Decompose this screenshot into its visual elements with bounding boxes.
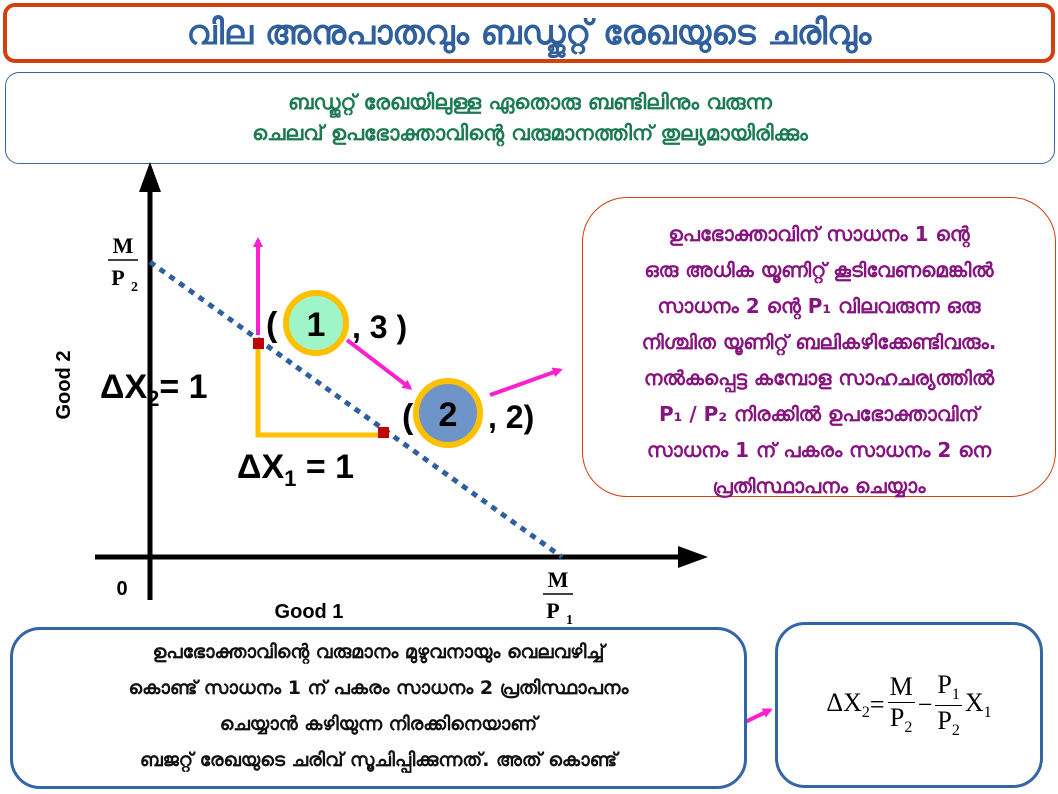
summary-line: ബജറ്റ് രേഖയുടെ ചരിവ് സൂചിപ്പിക്കുന്നത്. … (139, 749, 618, 771)
svg-text:P: P (546, 598, 559, 623)
svg-text:2: 2 (131, 280, 138, 295)
marker-point-1 (253, 338, 264, 349)
formula-x1: X1 (964, 687, 992, 722)
x-intercept-label: M P 1 (543, 567, 573, 628)
bundle-point-2: ( 2 , 2) (402, 378, 534, 448)
arrow-to-explanation (489, 367, 563, 397)
page-title: വില അനുപാതവും ബഡ്ജറ്റ് രേഖയുടെ ചരിവും (186, 13, 872, 53)
marker-point-2 (378, 427, 389, 438)
delta-x2-label: ΔX2= 1 (100, 368, 208, 411)
y-axis-label: Good 2 (53, 351, 75, 420)
svg-text:(: ( (266, 306, 278, 344)
svg-text:2: 2 (439, 396, 458, 434)
svg-text:1: 1 (566, 613, 573, 628)
delta-x1-label: ΔX1 = 1 (237, 448, 354, 491)
explanation-line: സാധനം 1 ന് പകരം സാധനം 2 നെ (646, 438, 992, 462)
svg-text:1: 1 (307, 306, 326, 344)
svg-text:M: M (113, 233, 134, 258)
summary-line: ചെയ്യാൻ കഴിയുന്ന നിരക്കിനെയാണ് (219, 713, 538, 735)
summary-box: ഉപഭോക്താവിന്റെ വരുമാനം മുഴുവനായും വെലവഴി… (10, 627, 747, 789)
explanation-line: നൽകപ്പെട്ട കമ്പോള സാഹചര്യത്തിൽ (643, 366, 995, 390)
budget-line (148, 259, 564, 560)
svg-text:, 2): , 2) (488, 399, 534, 435)
summary-line: ഉപഭോക്താവിന്റെ വരുമാനം മുഴുവനായും വെലവഴി… (152, 641, 605, 663)
origin-label: 0 (116, 578, 127, 600)
explanation-box: ഉപഭോക്താവിന് സാധനം 1 ന്റെ ഒരു അധിക യൂണിറ… (582, 197, 1056, 498)
formula-minus: − (917, 690, 933, 719)
explanation-line: നിശ്ചിത യൂണിറ്റ് ബലികഴിക്കേണ്ടിവരും. (641, 330, 997, 354)
svg-text:P: P (111, 265, 124, 290)
info-line: ചെലവ് ഉപഭോക്താവിന്റെ വരുമാനത്തിന് തുല്യമ… (252, 121, 808, 145)
y-intercept-label: M P 2 (108, 233, 138, 295)
arrow-point1-to-point2 (345, 338, 413, 390)
y-axis-arrowhead (139, 162, 161, 192)
formula-equals: = (869, 690, 885, 719)
x-axis-arrowhead (678, 546, 708, 568)
svg-text:, 3 ): , 3 ) (352, 309, 407, 345)
explanation-line: ഒരു അധിക യൂണിറ്റ് കൂടിവേണമെങ്കിൽ (644, 258, 994, 282)
bundle-point-1: 1 ( , 3 ) (266, 290, 407, 356)
svg-text:M: M (548, 567, 569, 592)
svg-text:(: ( (402, 398, 414, 436)
info-box: ബഡ്ജറ്റ് രേഖയിലുള്ള ഏതൊരു ബണ്ടിലിനും വരു… (5, 72, 1055, 164)
explanation-line: ഉപഭോക്താവിന് സാധനം 1 ന്റെ (668, 222, 970, 246)
explanation-line: പ്രതിസ്ഥാപനം ചെയ്യാം (712, 474, 926, 498)
x-axis-label: Good 1 (275, 601, 344, 623)
title-banner: വില അനുപാതവും ബഡ്ജറ്റ് രേഖയുടെ ചരിവും (3, 3, 1055, 63)
summary-line: കൊണ്ട് സാധനം 1 ന് പകരം സാധനം 2 പ്രതിസ്ഥാ… (128, 677, 629, 699)
explanation-line: സാധനം 2 ന്റെ P₁ വിലവരുന്ന ഒരു (657, 294, 981, 318)
change-triangle (255, 343, 383, 438)
explanation-line: P₁ / P₂ നിരക്കിൽ ഉപഭോക്താവിന് (659, 402, 979, 426)
formula-lhs: ΔX2 (826, 687, 870, 722)
info-line: ബഡ്ജറ്റ് രേഖയിലുള്ള ഏതൊരു ബണ്ടിലിനും വരു… (288, 90, 772, 114)
